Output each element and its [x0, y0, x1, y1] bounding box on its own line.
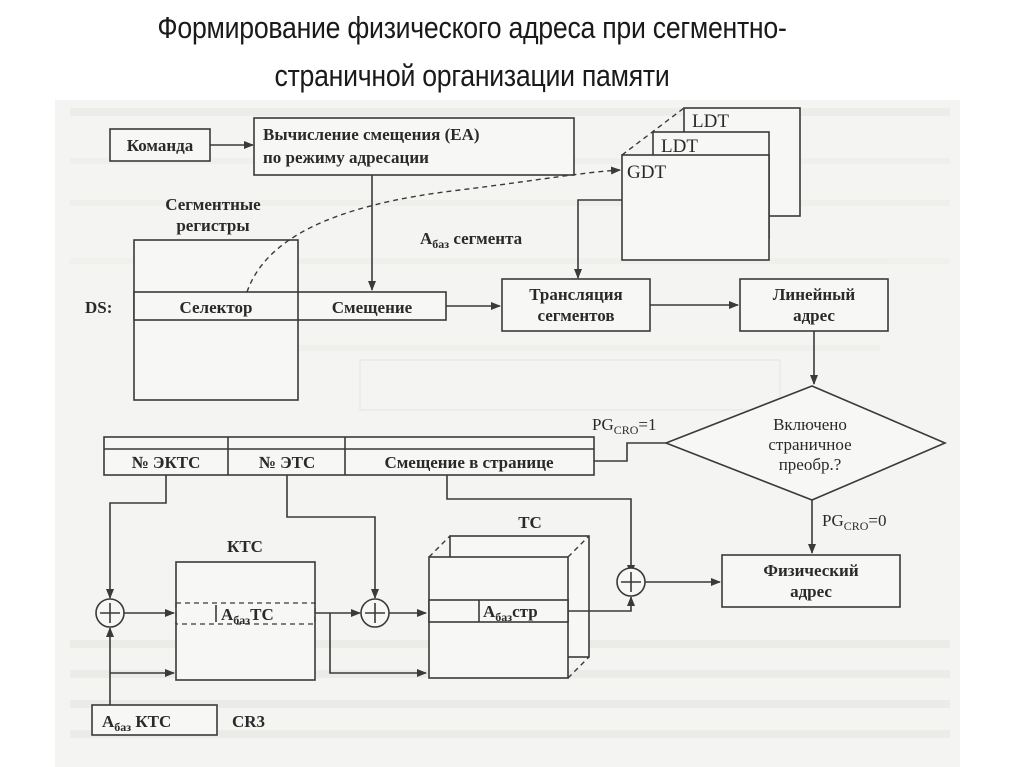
command-block: Команда — [109, 128, 211, 162]
segment-registers-label-2: регистры — [176, 216, 249, 235]
pg-disabled-label: PGCRO=0 — [822, 511, 887, 533]
linear-address-line-2: адрес — [793, 306, 835, 325]
page-table-label: ТС — [518, 513, 542, 532]
ldt-front-label: LDT — [661, 136, 698, 157]
selector-field: Селектор — [180, 298, 253, 317]
ds-label: DS: — [85, 298, 112, 317]
decision-line-3: преобр.? — [779, 455, 842, 474]
selector-to-gdt-dashed-arrow — [246, 166, 621, 293]
adder-3 — [616, 567, 646, 597]
decision-line-1: Включено — [773, 415, 847, 434]
pg-enabled-label: PGCRO=1 — [592, 415, 657, 437]
gdt-table — [621, 154, 770, 261]
page-table: Aбазстр — [428, 535, 590, 679]
connector-offset-to-adder-3 — [446, 475, 635, 575]
table-index-field: № ЭТС — [259, 453, 315, 472]
translation-line-2: сегментов — [537, 306, 614, 325]
page-directory-entry: AбазТС — [221, 605, 274, 627]
ea-calculation-block: Вычисление смещения (EA) по режиму адрес… — [253, 117, 575, 176]
page-directory-label: КТС — [227, 537, 263, 556]
segment-translation-block: Трансляция сегментов — [501, 278, 651, 332]
paging-enabled-decision: Включено страничное преобр.? — [663, 385, 948, 501]
physical-address-line-1: Физический — [763, 561, 858, 580]
ea-calc-line-2: по режиму адресации — [263, 148, 429, 167]
connector-table-to-adder-2 — [286, 475, 379, 599]
page-directory-table: AбазТС — [175, 561, 316, 681]
page-offset-field: Смещение в странице — [384, 453, 554, 472]
physical-address-block: Физический адрес — [721, 554, 901, 608]
page-table-entry: Aбазстр — [483, 602, 538, 624]
descriptor-tables: LDT LDT GDT — [621, 107, 801, 261]
connector-decision-to-linear-fields — [594, 442, 666, 462]
directory-index-field: № ЭКТС — [132, 453, 201, 472]
connector-dir-to-adder-1 — [106, 475, 167, 599]
command-label: Команда — [127, 136, 194, 155]
ea-calc-line-1: Вычисление смещения (EA) — [263, 125, 480, 144]
linear-address-fields: № ЭКТС № ЭТС Смещение в странице — [103, 436, 595, 476]
arrow-gdt-to-translation — [574, 199, 622, 279]
slide-title-line-2: страничной организации памяти — [274, 58, 670, 93]
translation-line-1: Трансляция — [529, 285, 623, 304]
decision-line-2: страничное — [768, 435, 851, 454]
linear-address-line-1: Линейный — [773, 285, 856, 304]
cr3-label: CR3 — [232, 712, 265, 731]
offset-field: Смещение — [332, 298, 413, 317]
arrow-ktc-to-tc — [329, 613, 427, 677]
physical-address-line-2: адрес — [790, 582, 832, 601]
segment-base-label: Aбаз сегмента — [420, 229, 523, 251]
ldt-back-label: LDT — [692, 111, 729, 132]
gdt-label: GDT — [627, 162, 666, 183]
page-directory-base: Aбаз КТС — [102, 712, 171, 734]
cr3-register: Aбаз КТС CR3 — [91, 704, 265, 736]
segment-registers-label-1: Сегментные — [165, 195, 261, 214]
linear-address-block: Линейный адрес — [739, 278, 889, 332]
adder-1 — [95, 598, 125, 628]
slide-title-line-1: Формирование физического адреса при сегм… — [157, 10, 787, 45]
segment-registers-block: DS: Селектор Смещение — [85, 239, 447, 401]
adder-2 — [360, 598, 390, 628]
arrow-tc-to-adder3 — [568, 596, 635, 612]
